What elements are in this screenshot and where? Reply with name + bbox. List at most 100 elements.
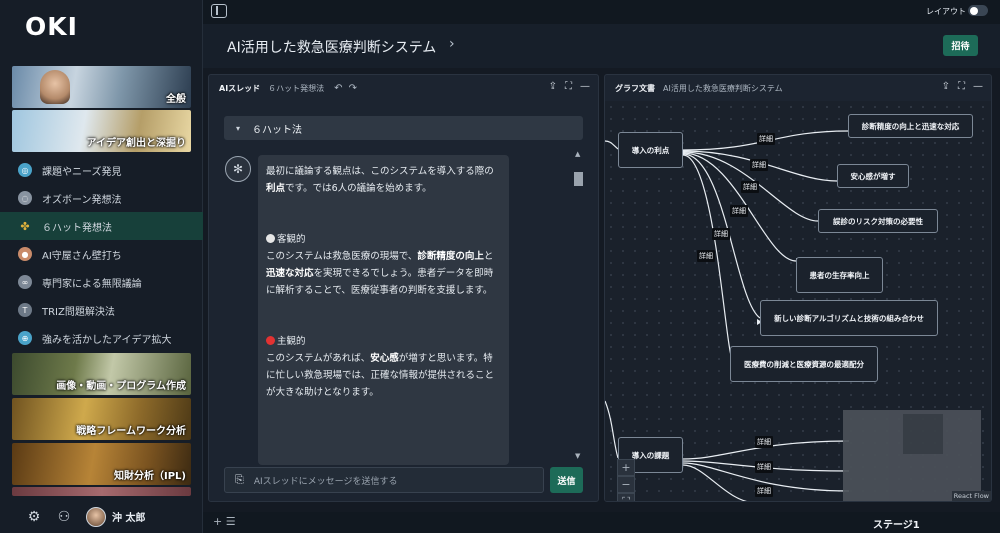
fit-view-icon[interactable]: ⛶: [617, 493, 635, 501]
sidebar-item-issue-discovery[interactable]: ◎ 課題やニーズ発見: [0, 156, 203, 184]
share-icon[interactable]: ⇪: [941, 81, 950, 92]
sidebar-item-label: TRIZ問題解決法: [42, 306, 115, 318]
banner-idea-creation[interactable]: アイデア創出と深掘り: [12, 110, 191, 152]
edge-label: 詳細: [741, 181, 759, 193]
oki-logo[interactable]: OKI: [25, 12, 78, 41]
banner-strategy-framework[interactable]: 戦略フレームワーク分析: [12, 398, 191, 440]
minimize-icon[interactable]: —: [973, 81, 983, 92]
add-stage-icon[interactable]: + ☰: [213, 515, 236, 528]
react-flow-attribution[interactable]: React Flow: [951, 491, 991, 501]
assistant-message: 最初に議論する観点は、このシステムを導入する際の利点です。では6人の議論を始めま…: [258, 155, 509, 465]
edge-label: 詳細: [712, 228, 730, 240]
sidebar-item-ai-moriya[interactable]: ● AI守屋さん壁打ち: [0, 240, 203, 268]
graph-node[interactable]: 医療費の削減と医療資源の最適配分: [730, 346, 878, 382]
sidebar-item-experts[interactable]: ∞ 専門家による無限議論: [0, 268, 203, 296]
graph-node[interactable]: 新しい診断アルゴリズムと技術の組み合わせ: [760, 300, 938, 336]
banner-label: アイデア創出と深掘り: [86, 138, 187, 149]
chevron-down-icon: ▾: [236, 123, 241, 133]
avatar[interactable]: [86, 506, 106, 527]
sidebar: OKI 全般 アイデア創出と深掘り ◎ 課題やニーズ発見 ◌ オズボーン発想法 …: [0, 0, 203, 533]
message-input[interactable]: ⎘ AIスレッドにメッセージを送信する: [224, 467, 544, 493]
graph-node-root-benefits[interactable]: 導入の利点: [618, 132, 683, 168]
flow-canvas[interactable]: 導入の利点 診断精度の向上と迅速な対応 安心感が増す 誤診のリスク対策の必要性 …: [605, 101, 991, 501]
banner-ip-analysis[interactable]: 知財分析（IPL): [12, 443, 191, 485]
sidebar-toggle-icon[interactable]: [211, 4, 227, 18]
red-hat-dot-icon: [266, 336, 275, 345]
bottom-bar: + ☰ ステージ1: [203, 512, 1000, 533]
edge-label: 詳細: [755, 485, 773, 497]
message-scrollbar[interactable]: ▲ ▼: [574, 150, 583, 460]
fullscreen-icon[interactable]: ⛶: [565, 81, 572, 92]
banner-label: 知財分析（IPL): [114, 471, 186, 482]
fullscreen-icon[interactable]: ⛶: [958, 81, 965, 92]
section-subjective-title: 主観的: [266, 333, 501, 350]
sidebar-item-strength-expand[interactable]: ⊕ 強みを活かしたアイデア拡大: [0, 324, 203, 352]
sidebar-item-six-hats[interactable]: ✤ ６ハット発想法: [0, 212, 203, 240]
text-segment: と: [483, 251, 494, 262]
graph-node[interactable]: 誤診のリスク対策の必要性: [818, 209, 938, 233]
user-switch-icon[interactable]: ⚇: [57, 508, 71, 525]
banner-general[interactable]: 全般: [12, 66, 191, 108]
banner-media-creation[interactable]: 画像・動画・プログラム作成: [12, 353, 191, 395]
top-strip: レイアウト: [203, 0, 1000, 24]
section-objective-title: 客観的: [266, 231, 501, 248]
text-segment: を実現できるでしょう。患者データを即時に解析することで、医療従事者の判断を支援し…: [266, 268, 494, 296]
person-icon: ●: [18, 247, 32, 261]
text-segment: です。では6人の議論を始めます。: [285, 183, 432, 194]
experts-icon: ∞: [18, 275, 32, 289]
section-title: 客観的: [277, 234, 306, 245]
sidebar-item-label: AI守屋さん壁打ち: [42, 250, 122, 262]
banner-partial[interactable]: [12, 487, 191, 496]
invite-button[interactable]: 招待: [943, 35, 978, 56]
person-image: [40, 70, 70, 104]
edge-label: 詳細: [755, 436, 773, 448]
undo-icon[interactable]: ↶: [334, 82, 343, 94]
vitruvian-avatar-icon: ✻: [225, 156, 251, 182]
text-segment: このシステムは救急医療の現場で、: [266, 251, 418, 262]
bold-segment: 診断精度の向上: [417, 251, 484, 262]
zoom-in-icon[interactable]: +: [617, 459, 635, 476]
six-hats-accordion[interactable]: ▾ ６ハット法: [224, 116, 583, 140]
graph-node[interactable]: 診断精度の向上と迅速な対応: [848, 114, 973, 138]
sidebar-item-label: 課題やニーズ発見: [42, 166, 122, 178]
target-icon: ◎: [18, 163, 32, 177]
graph-subtitle: AI活用した救急医療判断システム: [663, 83, 783, 93]
layout-label: レイアウト: [926, 7, 966, 16]
thread-panel-tools: ⇪ ⛶ —: [549, 81, 590, 92]
graph-title: グラフ文書: [615, 83, 655, 93]
scroll-down-icon[interactable]: ▼: [575, 452, 581, 460]
edge-label: 詳細: [755, 461, 773, 473]
minimize-icon[interactable]: —: [580, 81, 590, 92]
graph-node[interactable]: 患者の生存率向上: [796, 257, 883, 293]
section-title: 主観的: [277, 336, 306, 347]
paperclip-icon[interactable]: ⎘: [235, 473, 244, 486]
chevron-right-icon[interactable]: ›: [449, 36, 455, 52]
text-segment: このシステムがあれば、: [266, 353, 371, 364]
sidebar-item-triz[interactable]: T TRIZ問題解決法: [0, 296, 203, 324]
sidebar-item-label: ６ハット発想法: [42, 222, 112, 234]
edge-label: 詳細: [750, 159, 768, 171]
share-icon[interactable]: ⇪: [548, 81, 557, 92]
user-name: 沖 太郎: [112, 513, 146, 524]
accordion-label: ６ハット法: [252, 124, 303, 136]
edge-label: 詳細: [697, 250, 715, 262]
minimap-viewport: [903, 414, 943, 454]
stage-label[interactable]: ステージ1: [873, 520, 920, 531]
hats-icon: ✤: [20, 219, 30, 233]
zoom-out-icon[interactable]: −: [617, 476, 635, 493]
sidebar-item-osborn[interactable]: ◌ オズボーン発想法: [0, 184, 203, 212]
scroll-thumb[interactable]: [574, 172, 583, 186]
scroll-up-icon[interactable]: ▲: [575, 150, 581, 158]
message-input-placeholder: AIスレッドにメッセージを送信する: [253, 476, 398, 487]
redo-icon[interactable]: ↷: [348, 82, 357, 94]
banner-label: 戦略フレームワーク分析: [76, 426, 186, 437]
layout-toggle[interactable]: [968, 5, 988, 16]
send-button[interactable]: 送信: [550, 467, 583, 493]
settings-gear-icon[interactable]: ⚙: [27, 508, 41, 525]
flow-minimap[interactable]: [843, 410, 981, 501]
graph-node[interactable]: 安心感が増す: [837, 164, 909, 188]
sidebar-item-label: 強みを活かしたアイデア拡大: [42, 334, 172, 346]
message-intro: 最初に議論する観点は、このシステムを導入する際の利点です。では6人の議論を始めま…: [266, 163, 501, 197]
sidebar-item-label: 専門家による無限議論: [42, 278, 142, 290]
zoom-controls: + − ⛶: [617, 459, 635, 501]
